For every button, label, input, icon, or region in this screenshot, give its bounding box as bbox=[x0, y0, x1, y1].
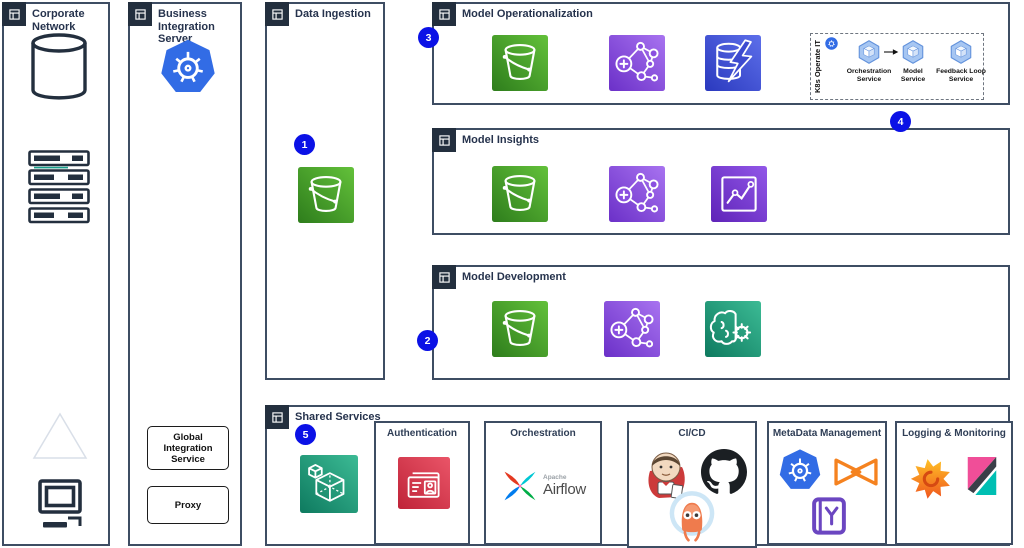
k8s-operate-it-box: K8s Operate IT Orchestration Service Mod… bbox=[810, 33, 986, 100]
subgroup-title: Logging & Monitoring bbox=[902, 428, 1006, 439]
kubernetes-icon bbox=[778, 448, 822, 492]
database-icon bbox=[29, 32, 89, 102]
kubernetes-icon bbox=[825, 37, 838, 50]
s3-bucket-icon bbox=[492, 166, 548, 222]
pod-hexagon-icon bbox=[856, 39, 882, 65]
group-model-insights: Model Insights bbox=[432, 128, 1010, 235]
group-label: Model Development bbox=[462, 271, 566, 283]
model-insights-group-icon bbox=[432, 128, 456, 152]
group-corporate-network: Corporate Network bbox=[2, 2, 110, 546]
subgroup-orchestration: Orchestration Apache Airflow bbox=[484, 421, 602, 545]
group-label: Corporate Network bbox=[32, 8, 85, 33]
github-icon bbox=[701, 449, 747, 495]
step-badge-5: 5 bbox=[295, 424, 316, 445]
s3-bucket-icon bbox=[492, 301, 548, 357]
pod-label: Model Service bbox=[900, 68, 926, 83]
s3-bucket-icon bbox=[492, 35, 548, 91]
model-development-group-icon bbox=[432, 265, 456, 289]
k8s-side-label: K8s Operate IT bbox=[813, 40, 822, 93]
model-operationalization-group-icon bbox=[432, 2, 456, 26]
subgroup-logging-monitoring: Logging & Monitoring bbox=[895, 421, 1013, 545]
step-badge-1: 1 bbox=[294, 134, 315, 155]
group-label: Shared Services bbox=[295, 411, 381, 423]
ml-network-icon bbox=[609, 166, 665, 222]
book-funnel-icon bbox=[808, 495, 850, 537]
subgroup-authentication: Authentication bbox=[374, 421, 470, 545]
airflow-brand-top: Apache bbox=[543, 474, 567, 481]
data-ingestion-group-icon bbox=[265, 2, 289, 26]
argocd-icon bbox=[667, 489, 717, 545]
corporate-network-group-icon bbox=[2, 2, 26, 26]
group-business-integration-server: Business Integration Server Global Integ… bbox=[128, 2, 242, 546]
pod-hexagon-icon bbox=[948, 39, 974, 65]
step-badge-4: 4 bbox=[890, 111, 911, 132]
subgroup-title: CI/CD bbox=[678, 428, 706, 439]
group-label: Model Operationalization bbox=[462, 8, 593, 20]
subgroup-title: MetaData Management bbox=[772, 428, 882, 439]
group-shared-services: Shared Services Authentication Orchestra… bbox=[265, 405, 1013, 548]
s3-bucket-icon bbox=[298, 167, 354, 223]
jenkins-icon bbox=[641, 445, 691, 503]
subgroup-title: Orchestration bbox=[510, 428, 576, 439]
subgroup-title: Authentication bbox=[387, 428, 457, 439]
grafana-icon bbox=[908, 453, 954, 501]
identity-card-icon bbox=[398, 457, 450, 509]
subgroup-metadata-management: MetaData Management bbox=[767, 421, 887, 545]
airflow-pinwheel-icon bbox=[501, 467, 539, 505]
group-model-development: Model Development bbox=[432, 265, 1010, 380]
arrow-icon bbox=[884, 47, 899, 57]
kubernetes-icon bbox=[159, 38, 217, 96]
ml-network-icon bbox=[604, 301, 660, 357]
analytics-chart-icon bbox=[711, 166, 767, 222]
cubes-icon bbox=[300, 455, 358, 513]
pod-label: Feedback Loop Service bbox=[936, 68, 986, 83]
node-proxy: Proxy bbox=[147, 486, 229, 524]
subgroup-cicd: CI/CD bbox=[627, 421, 757, 548]
server-rack-icon bbox=[28, 150, 90, 226]
business-integration-group-icon bbox=[128, 2, 152, 26]
airflow-brand-name: Airflow bbox=[543, 481, 586, 498]
node-global-integration-service: Global Integration Service bbox=[147, 426, 229, 470]
bowtie-icon bbox=[831, 455, 881, 489]
ml-network-icon bbox=[609, 35, 665, 91]
group-label: Model Insights bbox=[462, 134, 539, 146]
step-badge-3: 3 bbox=[418, 27, 439, 48]
group-label: Data Ingestion bbox=[295, 8, 371, 20]
brain-gear-icon bbox=[705, 301, 761, 357]
pod-hexagon-icon bbox=[900, 39, 926, 65]
kibana-icon bbox=[963, 455, 1001, 497]
step-badge-2: 2 bbox=[417, 330, 438, 351]
workstation-icon bbox=[37, 478, 83, 534]
airflow-logo: Apache Airflow bbox=[497, 460, 594, 512]
group-data-ingestion: Data Ingestion bbox=[265, 2, 385, 380]
pod-label: Orchestration Service bbox=[846, 68, 892, 83]
triangle-icon bbox=[32, 412, 88, 460]
database-lightning-icon bbox=[705, 35, 761, 91]
shared-services-group-icon bbox=[265, 405, 289, 429]
